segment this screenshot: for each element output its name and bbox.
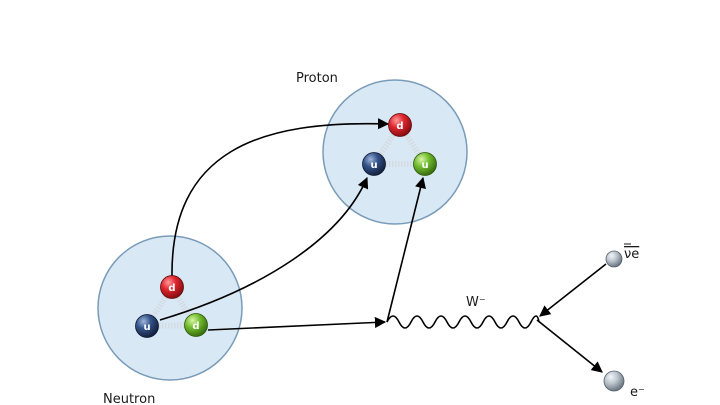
neutron-up-quark-label: u xyxy=(143,322,150,333)
electron-label: e⁻ xyxy=(630,385,645,400)
neutron-down-quark-green xyxy=(184,313,208,337)
arrow-d-to-d xyxy=(171,118,390,279)
neutron-down-quark-green-label: d xyxy=(192,321,199,332)
proton-up-quark-green-label: u xyxy=(421,160,428,171)
proton-label: Proton xyxy=(296,71,338,86)
arrow-vertex-to-electron xyxy=(536,319,603,373)
w-boson-wave xyxy=(386,315,540,329)
proton-up-quark-blue xyxy=(362,152,386,176)
antineutrino-particle xyxy=(605,250,623,268)
electron-particle xyxy=(603,370,625,392)
neutron-label: Neutron xyxy=(103,392,155,405)
neutron-up-quark xyxy=(135,314,159,338)
proton-sphere xyxy=(322,79,468,225)
arrow-u-to-u xyxy=(159,176,369,321)
proton-up-quark-green xyxy=(413,152,437,176)
neutron-down-quark-red xyxy=(160,275,184,299)
proton-down-quark-label: d xyxy=(396,121,403,132)
arrow-vertex-to-u xyxy=(386,176,426,323)
arrow-antineutrino-to-vertex xyxy=(539,263,607,317)
w-boson-label: W⁻ xyxy=(466,295,486,310)
proton-up-quark-blue-label: u xyxy=(370,160,377,171)
neutron-sphere xyxy=(97,235,243,381)
proton-down-quark xyxy=(388,113,412,137)
arrow-d-to-vertex xyxy=(207,316,387,331)
antineutrino-label: νe xyxy=(624,247,639,262)
neutron-down-quark-red-label: d xyxy=(168,283,175,294)
